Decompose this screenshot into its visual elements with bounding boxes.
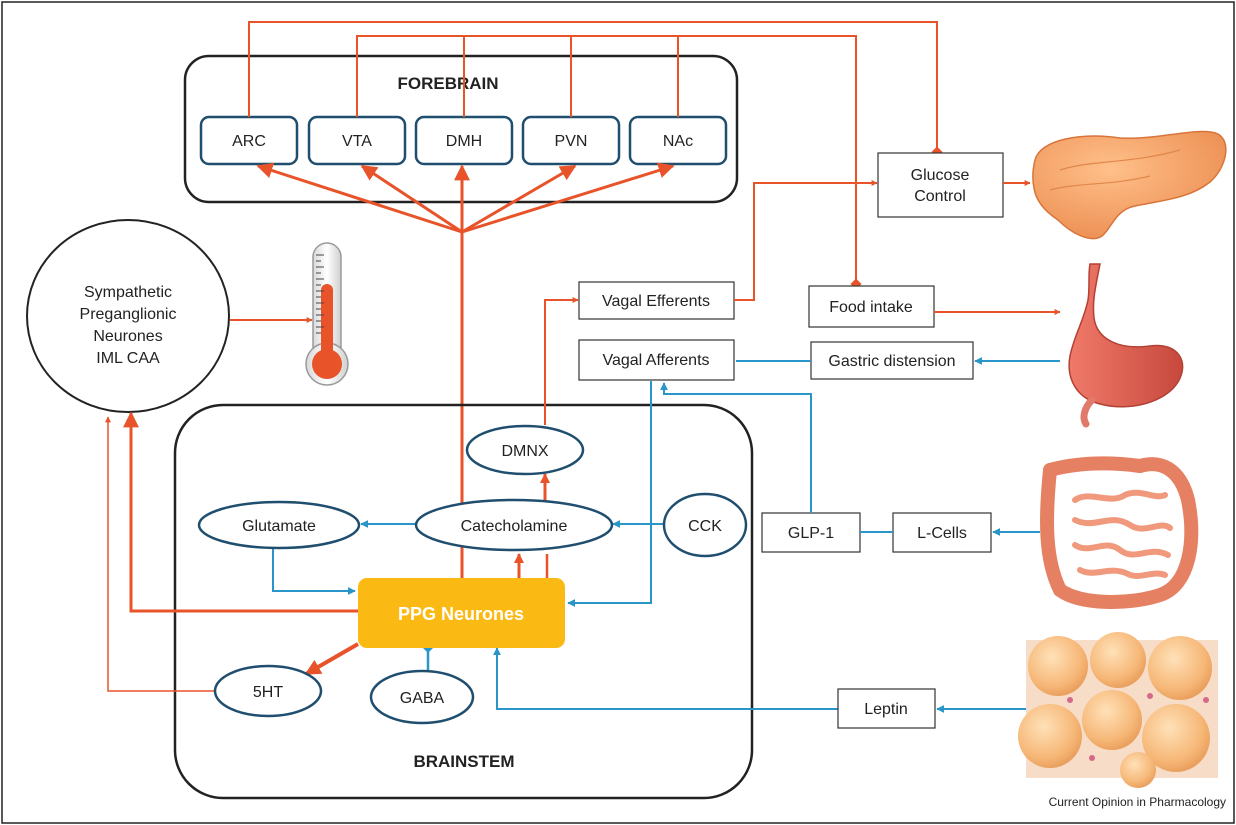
brainstem-box [173,403,754,800]
leptin-box [837,688,936,729]
node-cck [662,492,748,558]
sympathetic-label-2: Preganglionic [80,306,177,323]
vagal-afferents-box [578,339,735,381]
arrow-ppg-to-sympathetic [123,411,358,613]
glucose-control-label-1: Glucose [911,167,970,184]
thermometer-icon [305,242,349,386]
glucose-control-label-2: Control [914,188,966,205]
leptin-label: Leptin [864,701,908,718]
node-5ht-label: 5HT [253,684,283,701]
node-dmnx-label: DMNX [501,443,548,460]
arrow-leptin-to-ppg [493,647,838,710]
sympathetic-group: Sympathetic Preganglionic Neurones IML C… [26,219,230,413]
arrow-5ht-to-sympathetic [105,416,216,692]
glp1-box [761,512,861,553]
node-glutamate [197,500,361,550]
node-gaba-label: GABA [400,690,445,707]
vagal-efferents-label: Vagal Efferents [602,293,710,310]
glp1-label: GLP-1 [788,525,834,542]
arrow-dmnx-to-vagal-efferents [544,297,579,425]
node-pvn-label: PVN [555,133,588,150]
source-credit: Current Opinion in Pharmacology [1049,795,1226,809]
glucose-control-box [877,152,1004,218]
node-glutamate-label: Glutamate [242,518,316,535]
ppg-neurones-node [358,578,565,648]
fan-arrow-arc [256,162,463,234]
food-intake-label: Food intake [829,299,913,316]
arrow-vagal-afferents-to-ppg [567,381,652,607]
fan-arrow-pvn [461,164,577,234]
l-cells-box [892,512,992,553]
sympathetic-label-4: IML CAA [96,350,160,367]
node-dmnx [465,424,585,476]
vagal-afferents-label: Vagal Afferents [602,352,709,369]
sympathetic-label-1: Sympathetic [84,284,172,301]
node-vta-label: VTA [342,133,372,150]
pancreas-icon [1032,130,1227,240]
adipocytes-icon [1018,632,1218,788]
node-cck-label: CCK [688,518,722,535]
node-5ht [213,664,323,718]
line-arc-to-glucose [248,21,943,158]
node-catecholamine [414,498,614,552]
intestine-icon [1040,456,1199,609]
gastric-distension-label: Gastric distension [828,353,955,370]
fan-arrow-vta [360,164,463,234]
top-connections [248,21,943,290]
arrow-glutamate-to-ppg [272,547,356,595]
node-gaba [369,669,475,725]
node-dmh-label: DMH [446,133,482,150]
brainstem-title: BRAINSTEM [413,752,514,771]
fan-arrow-nac [461,162,675,234]
brainstem-group: BRAINSTEM [173,403,754,800]
vagal-efferents-box [578,281,735,320]
arrow-vagal-efferents-to-glucose [734,180,878,301]
forebrain-title: FOREBRAIN [397,74,498,93]
node-arc-label: ARC [232,133,266,150]
arrow-ppg-to-5ht [304,642,359,676]
node-catecholamine-label: Catecholamine [461,518,568,535]
food-intake-box [808,285,935,328]
brainstem-connections [105,297,838,710]
line-vta-nac-to-food [356,35,862,290]
l-cells-label: L-Cells [917,525,967,542]
node-nac-label: NAc [663,133,693,150]
arrow-glp1-to-vagal-afferents [660,382,812,513]
stomach-icon [1068,263,1184,428]
sympathetic-label-3: Neurones [93,328,162,345]
forebrain-group: FOREBRAIN ARC VTA DMH PVN NAc [183,54,739,204]
ppg-neurones-label: PPG Neurones [398,604,524,624]
